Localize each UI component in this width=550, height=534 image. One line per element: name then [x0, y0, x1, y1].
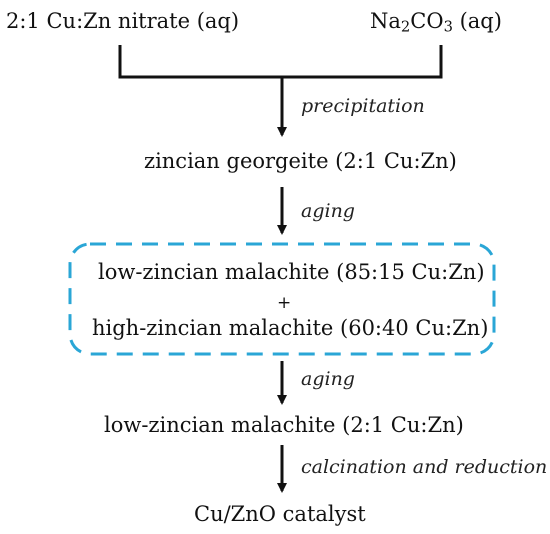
- reactant-right-mid: CO: [410, 9, 444, 33]
- node-malachite-low-85-15: low-zincian malachite (85:15 Cu:Zn): [98, 260, 485, 284]
- step-label-aging-1: aging: [301, 200, 355, 222]
- dashed-group-box: [68, 242, 496, 356]
- step-label-precipitation: precipitation: [301, 95, 425, 117]
- plus-sign: +: [277, 293, 292, 313]
- reactant-bracket: [118, 45, 443, 79]
- node-georgeite: zincian georgeite (2:1 Cu:Zn): [144, 149, 457, 173]
- node-catalyst: Cu/ZnO catalyst: [194, 502, 366, 526]
- node-reactant-left: 2:1 Cu:Zn nitrate (aq): [6, 9, 240, 33]
- node-malachite-low-2-1: low-zincian malachite (2:1 Cu:Zn): [104, 413, 464, 437]
- node-malachite-high-60-40: high-zincian malachite (60:40 Cu:Zn): [92, 316, 489, 340]
- reactant-right-prefix: Na: [370, 9, 401, 33]
- step-label-calcination: calcination and reduction: [301, 456, 548, 478]
- step-label-aging-2: aging: [301, 368, 355, 390]
- reactant-right-suffix: (aq): [452, 9, 502, 33]
- node-reactant-right: Na2CO3 (aq): [370, 9, 502, 35]
- reactant-right-sub1: 2: [400, 18, 411, 36]
- reactant-right-sub2: 3: [443, 18, 453, 36]
